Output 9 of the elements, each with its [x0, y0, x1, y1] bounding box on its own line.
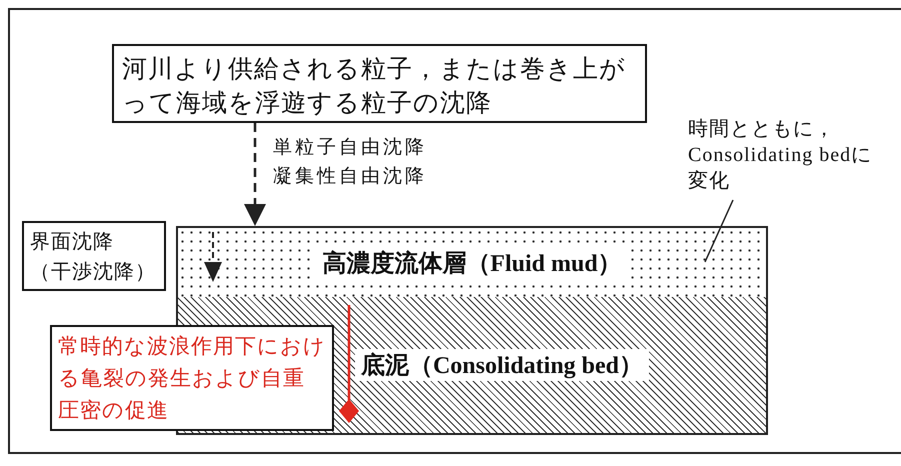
leader-line	[704, 200, 734, 262]
layer-label: 底泥（Consolidating bed）	[354, 349, 650, 381]
fluid-mud-layer	[176, 226, 768, 299]
note-text: 時間とともに，Consolidating bedに変化	[688, 116, 893, 198]
note-box: 常時的な波浪作用下における亀裂の発生および自重圧密の促進	[50, 325, 334, 431]
arrow	[244, 123, 266, 226]
process-box: 河川より供給される粒子，または巻き上がって海域を浮遊する粒子の沈降	[112, 44, 647, 123]
process-box: 界面沈降（干渉沈降）	[22, 221, 166, 291]
layer-label: 高濃度流体層（Fluid mud）	[316, 246, 628, 278]
